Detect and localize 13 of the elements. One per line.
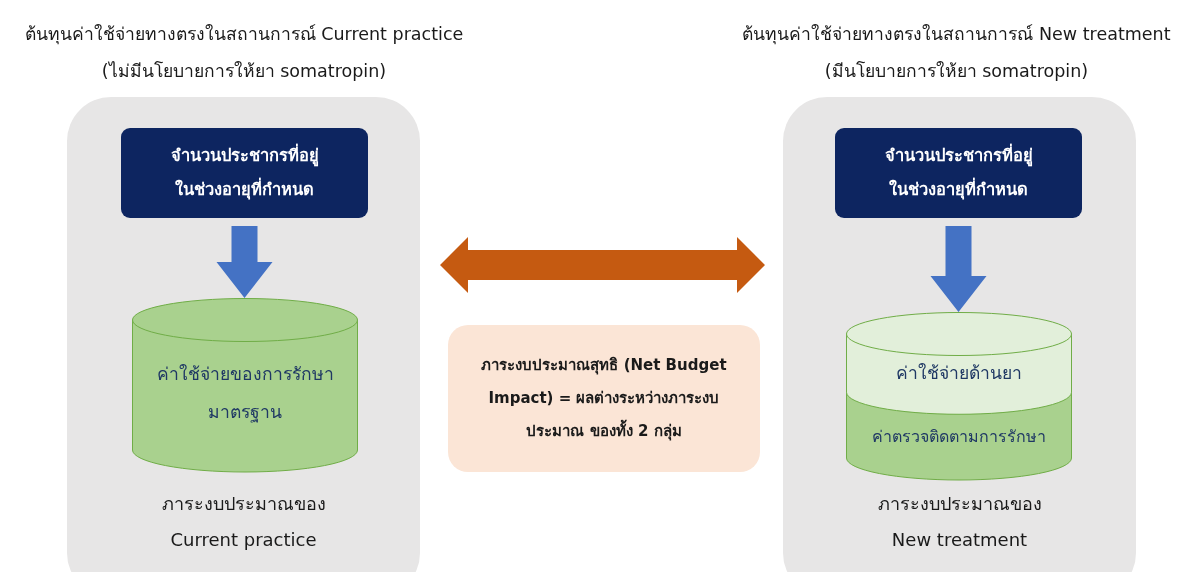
block-arrow xyxy=(930,226,987,312)
panel-heading: ต้นทุนค่าใช้จ่ายทางตรงในสถานการณ์ New treatment (มีนโยบายการให้ยา somatropin) xyxy=(741,23,1172,83)
block-arrow xyxy=(216,226,273,298)
block-arrow xyxy=(440,237,765,293)
panel-caption: ภาระงบประมาณของ Current practice xyxy=(160,492,327,552)
panel-caption: ภาระงบประมาณของ New treatment xyxy=(876,492,1043,552)
cylinder-label: ค่าตรวจติดตามการรักษา xyxy=(871,426,1047,449)
cylinder-label: ค่าใช้จ่ายของการรักษา มาตรฐาน xyxy=(155,363,335,425)
cylinder-label: ค่าใช้จ่ายด้านยา xyxy=(895,362,1023,385)
process-box: จำนวนประชากรที่อยู่ ในช่วงอายุที่กำหนด xyxy=(835,128,1082,218)
process-box: จำนวนประชากรที่อยู่ ในช่วงอายุที่กำหนด xyxy=(121,128,368,218)
panel-heading: ต้นทุนค่าใช้จ่ายทางตรงในสถานการณ์ Current practice (ไม่มีนโยบายการให้ยา somatropin) xyxy=(23,23,465,83)
result-box: ภาระงบประมาณสุทธิ (Net Budget Impact) = ผลต่างระหว่างภาระงบประมาณ ของทั้ง 2 กลุ่ม xyxy=(448,325,760,472)
